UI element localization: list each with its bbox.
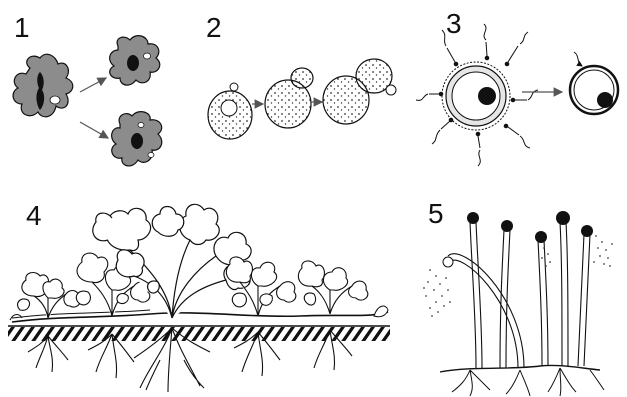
yeast-bud-3-small (386, 85, 396, 95)
panel-1-amoeba (13, 36, 162, 166)
sperm-tail-5 (478, 150, 480, 166)
yeast-bud-1 (230, 83, 238, 91)
panel-5-mould (423, 211, 613, 396)
strawberry-mother-plant (93, 204, 251, 318)
strawberry-plantlet-4 (298, 261, 367, 314)
sporangium-2 (501, 220, 513, 232)
strawberry-plantlet-1 (18, 273, 81, 318)
panel-2-yeast (208, 59, 396, 139)
arrow-to-daughter-1 (80, 78, 106, 92)
sporangia (443, 211, 593, 267)
entering-sperm (574, 52, 582, 66)
sperm-tail-2 (520, 32, 528, 44)
sporangium-5 (581, 225, 593, 237)
sporangium-3 (535, 231, 547, 243)
arrow-to-daughter-2 (80, 122, 108, 138)
panel-4-strawberry (8, 204, 390, 392)
yeast-bud-2 (291, 68, 313, 88)
daughter-1-vacuole (144, 53, 151, 59)
daughter-1-nucleus (127, 55, 139, 71)
sporangium-1 (467, 212, 479, 224)
sperm-tail-8 (442, 30, 446, 46)
zygote-nucleus (597, 92, 613, 108)
sperm-tail-6 (432, 130, 440, 144)
yeast-cell-1-vacuole (221, 100, 237, 116)
sporangium-burst (443, 257, 453, 267)
runner-tip-bud (374, 306, 388, 317)
rhizoids (452, 368, 604, 396)
egg-nucleus (478, 87, 496, 105)
sperm-tail-7 (416, 94, 428, 100)
sperm-tail-4 (520, 136, 530, 148)
daughter-2-vacuole-b (148, 153, 154, 158)
panel-3-fertilization (416, 24, 618, 166)
sporangiophores (448, 222, 590, 368)
daughter-2-vacuole-a (138, 123, 144, 128)
daughter-2-nucleus (131, 133, 143, 149)
spore-clouds (423, 235, 613, 317)
sperm-tail-1 (484, 24, 486, 40)
parent-vacuole (50, 96, 60, 104)
sporangium-4 (556, 211, 570, 225)
